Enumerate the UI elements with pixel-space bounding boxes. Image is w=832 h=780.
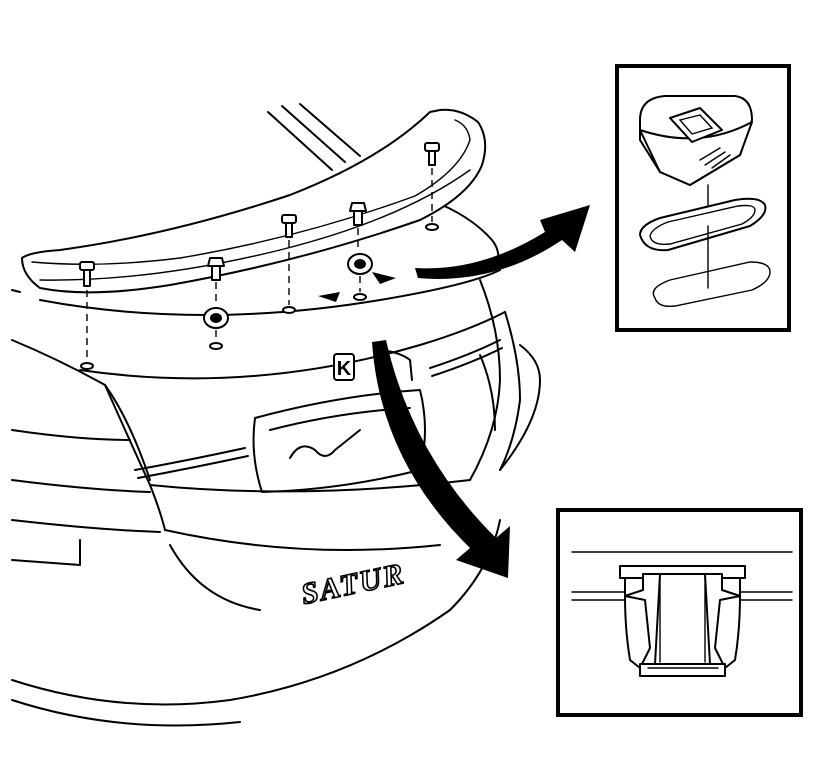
arrow-to-bottom-detail bbox=[372, 340, 510, 578]
stud-left-middle bbox=[203, 257, 229, 350]
rear-spoiler bbox=[21, 108, 487, 294]
bolt-left bbox=[79, 261, 95, 370]
callout-arrows bbox=[372, 205, 590, 578]
detail-inset-cross-section bbox=[556, 508, 803, 717]
stud-right-middle bbox=[347, 202, 373, 301]
trunk-emblem: K bbox=[333, 353, 355, 381]
emblem-text: K bbox=[337, 358, 352, 380]
bolt-right bbox=[424, 142, 440, 231]
arrow-to-top-detail bbox=[415, 205, 590, 279]
car-rear-body bbox=[11, 103, 541, 727]
locator-arrow-left bbox=[318, 292, 340, 302]
locator-arrow-right bbox=[372, 272, 396, 284]
brand-badge-text: SATUR bbox=[298, 557, 408, 611]
detail-inset-grommet bbox=[615, 64, 791, 332]
bolt-middle bbox=[281, 214, 297, 314]
spoiler-fasteners bbox=[79, 142, 440, 370]
